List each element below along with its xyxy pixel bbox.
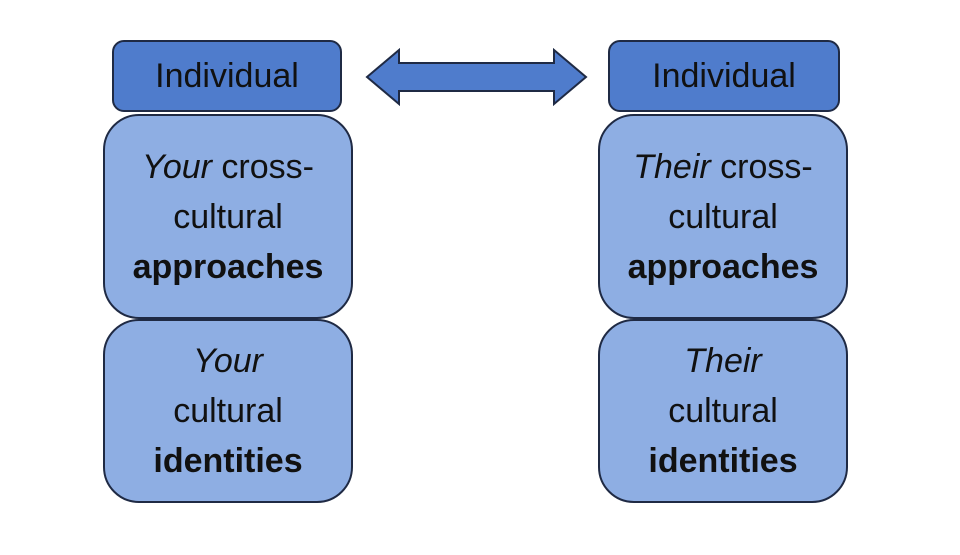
right-identities-line3: identities: [648, 442, 798, 480]
right-approaches-cross: cross-: [720, 147, 813, 186]
right-approaches-box: Their cross- cultural approaches: [598, 114, 848, 319]
left-individual-header: Individual: [112, 40, 342, 112]
left-identities-line2: cultural: [173, 392, 283, 430]
left-identities-box: Your cultural identities: [103, 319, 353, 503]
right-identities-box: Their cultural identities: [598, 319, 848, 503]
left-identities-line3: identities: [153, 442, 303, 480]
right-approaches-possessive: Their: [633, 147, 711, 186]
arrow-shape: [365, 48, 588, 106]
right-identities-line2: cultural: [668, 392, 778, 430]
double-headed-arrow-icon: [365, 48, 588, 106]
left-approaches-line3: approaches: [132, 247, 324, 286]
left-identities-possessive: Your: [193, 342, 263, 380]
right-identities-possessive: Their: [684, 342, 762, 380]
right-header-label: Individual: [652, 57, 796, 95]
left-approaches-box: Your cross- cultural approaches: [103, 114, 353, 319]
left-header-label: Individual: [155, 57, 299, 95]
left-approaches-cross: cross-: [221, 147, 314, 186]
left-approaches-line2: cultural: [173, 197, 283, 236]
right-individual-header: Individual: [608, 40, 840, 112]
right-approaches-line1: Their cross-: [633, 142, 812, 192]
right-approaches-line2: cultural: [668, 197, 778, 236]
left-approaches-possessive: Your: [142, 147, 212, 186]
left-approaches-line1: Your cross-: [142, 142, 314, 192]
right-approaches-line3: approaches: [627, 247, 819, 286]
